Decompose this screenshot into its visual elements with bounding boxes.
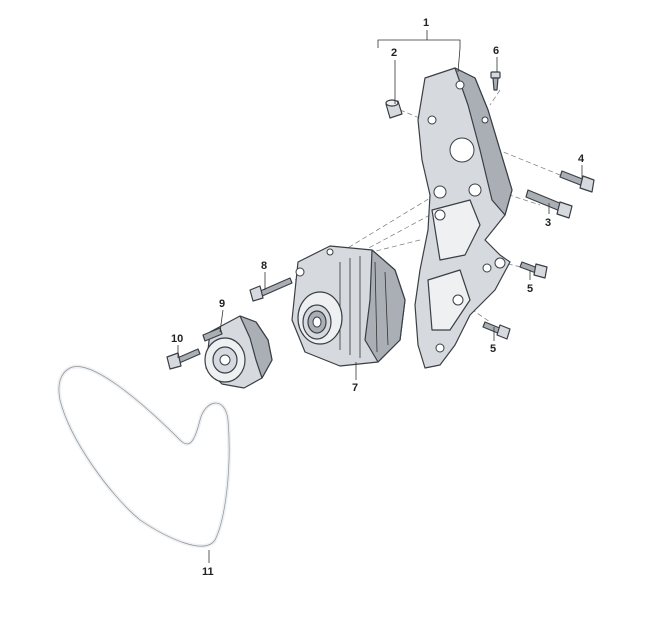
callout-8: 8 — [261, 260, 267, 272]
bolt-8 — [249, 277, 293, 302]
callout-5b: 5 — [490, 343, 496, 355]
callout-2: 2 — [391, 47, 397, 59]
callout-4: 4 — [578, 153, 585, 165]
bolt-4 — [559, 170, 595, 193]
callout-1: 1 — [423, 17, 429, 29]
callout-11: 11 — [202, 566, 214, 578]
alternator-cooling-fins — [339, 256, 389, 358]
alternator-pulley — [302, 304, 332, 340]
belt-tensioner — [202, 315, 273, 389]
leader-lines — [177, 30, 583, 563]
alternator — [291, 245, 406, 367]
callout-7: 7 — [352, 382, 358, 394]
callout-6: 6 — [493, 45, 499, 57]
mounting-bracket — [414, 67, 513, 369]
bolt-5-upper — [519, 261, 548, 279]
bolt-5-lower — [482, 321, 511, 340]
callout-labels: 1 2 3 4 5 5 6 7 8 9 10 11 — [171, 17, 585, 578]
serpentine-belt — [56, 364, 232, 549]
callout-3: 3 — [545, 217, 551, 229]
tensioner-pulley — [204, 337, 246, 383]
pin — [490, 71, 501, 91]
bolt-3 — [525, 189, 573, 219]
callout-9: 9 — [219, 298, 225, 310]
bolt-10 — [166, 348, 201, 370]
callout-5a: 5 — [527, 283, 533, 295]
callout-10: 10 — [171, 333, 183, 345]
sleeve — [385, 99, 403, 119]
